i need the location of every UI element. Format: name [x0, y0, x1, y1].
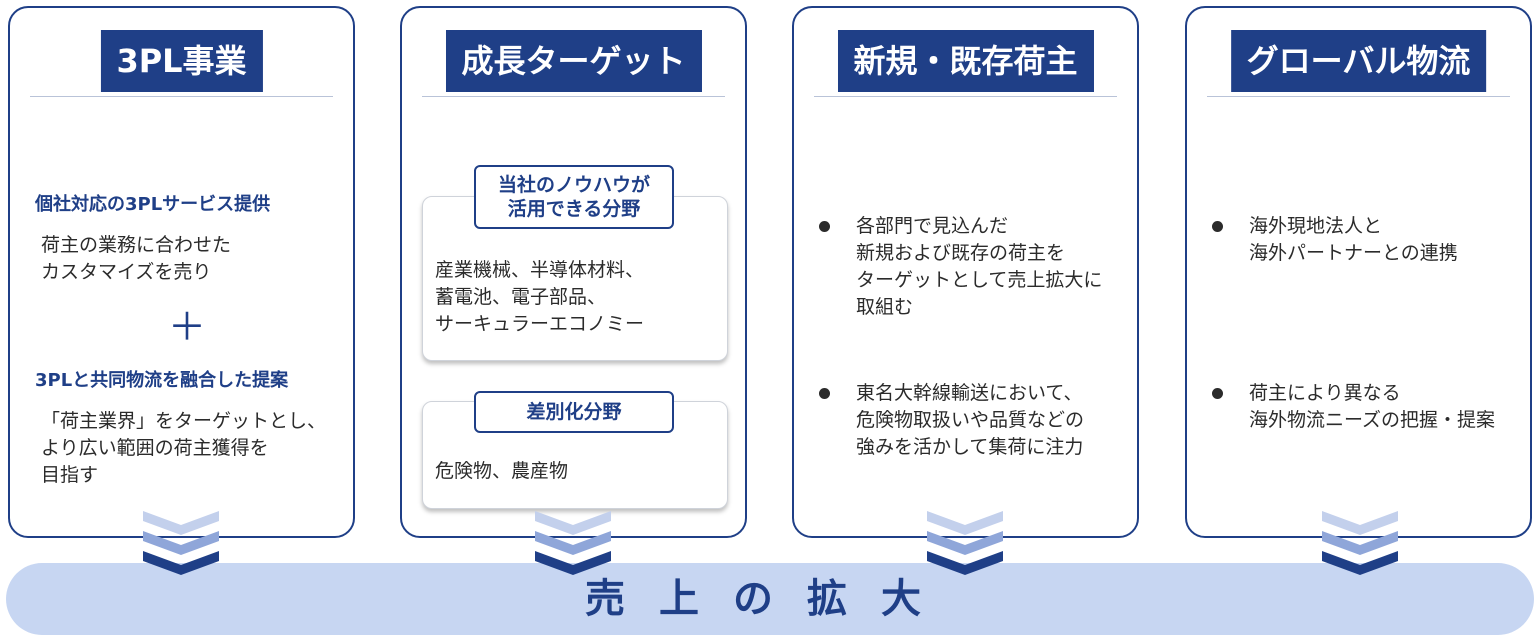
bullet-icon — [819, 388, 830, 399]
know-how-tag: 当社のノウハウが 活用できる分野 — [474, 165, 674, 229]
description-text: 荷主の業務に合わせた カスタマイズを売り — [41, 234, 232, 283]
chevron-down-icon — [1322, 511, 1398, 575]
divider — [30, 96, 333, 97]
card-new-existing-shippers: 新規・既存荷主 各部門で見込んだ 新規および既存の荷主を ターゲットとして売上拡… — [792, 6, 1139, 538]
chevron-down-icon — [143, 511, 219, 575]
divider — [1207, 96, 1510, 97]
divider — [422, 96, 725, 97]
card-title: 新規・既存荷主 — [837, 30, 1094, 92]
card-title: グローバル物流 — [1230, 30, 1487, 92]
field-list: 産業機械、半導体材料、 蓄電池、電子部品、 サーキュラーエコノミー — [435, 259, 645, 335]
bullet-icon — [1212, 221, 1223, 232]
card-growth-target: 成長ターゲット 産業機械、半導体材料、 蓄電池、電子部品、 サーキュラーエコノミ… — [400, 6, 747, 538]
bullet-icon — [1212, 388, 1223, 399]
section-heading: 3PLと共同物流を融合した提案 — [35, 370, 289, 391]
card-title: 成長ターゲット — [445, 30, 702, 92]
chevron-down-icon — [535, 511, 611, 575]
divider — [814, 96, 1117, 97]
card-3pl: 3PL事業 個社対応の3PLサービス提供 荷主の業務に合わせた カスタマイズを売… — [8, 6, 355, 538]
chevron-down-icon — [927, 511, 1003, 575]
sales-expansion-bar: 売上の拡大 — [6, 563, 1534, 635]
description-text: 「荷主業界」をターゲットとし、 より広い範囲の荷主獲得を 目指す — [41, 410, 327, 486]
field-list: 危険物、農産物 — [435, 460, 569, 482]
bullet-icon — [819, 221, 830, 232]
card-global-logistics: グローバル物流 海外現地法人と 海外パートナーとの連携 荷主により異なる 海外物… — [1185, 6, 1532, 538]
differentiation-tag: 差別化分野 — [474, 391, 674, 433]
section-heading: 個社対応の3PLサービス提供 — [35, 194, 271, 215]
plus-icon: ＋ — [168, 305, 207, 349]
card-title: 3PL事業 — [100, 30, 263, 92]
